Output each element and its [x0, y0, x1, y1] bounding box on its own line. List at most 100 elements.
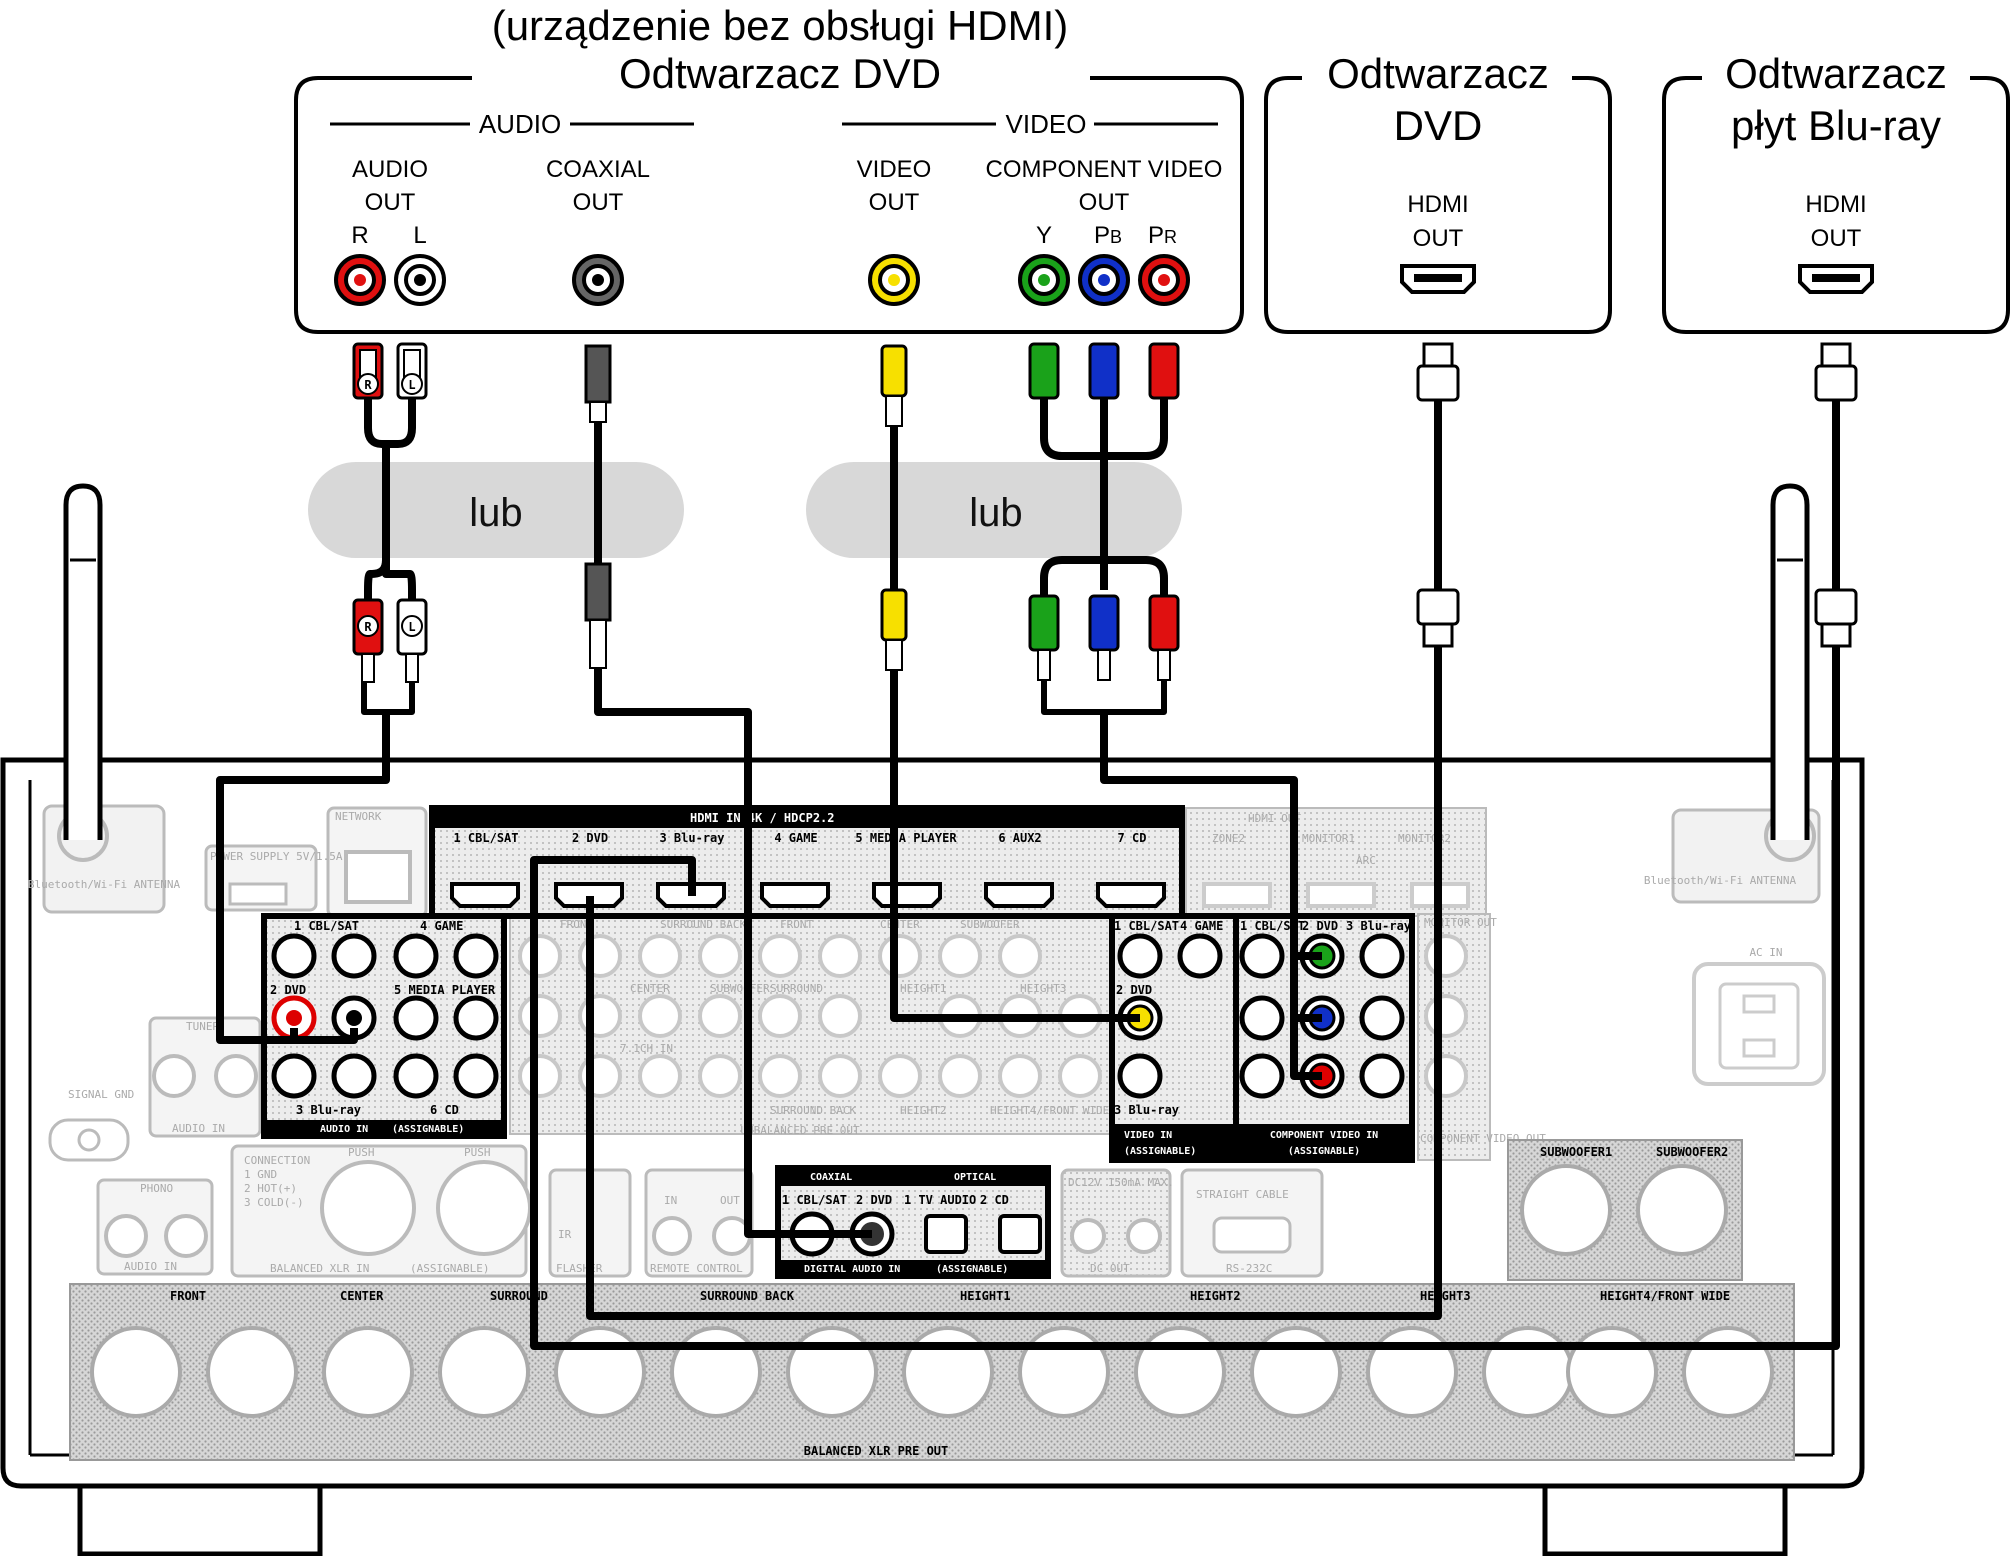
zone2-hdmi-out-label: HDMI OUT — [1248, 812, 1301, 825]
remote-in-label: IN — [664, 1194, 677, 1207]
dvd-audio-out-r-jack — [334, 254, 386, 306]
digital-tv-audio-label: 1 TV AUDIO — [904, 1193, 976, 1207]
dvd-player-analog: (urządzenie bez obsługi HDMI) Odtwarzacz… — [294, 2, 1244, 334]
cable-hdmi-bluray — [530, 342, 1858, 1350]
remote-out-label: OUT — [720, 1194, 740, 1207]
bluray-hdmi-out-label-2: OUT — [1811, 225, 1862, 252]
rca-plug-r-top — [352, 342, 384, 400]
dvd-component-y-jack — [1018, 254, 1070, 306]
dvd-video-out-jack — [868, 254, 920, 306]
zone2-label: ZONE2 — [1212, 832, 1245, 845]
dc-spec-label: DC12V 150mA MAX. — [1068, 1176, 1174, 1189]
digital-audio-in-title: DIGITAL AUDIO IN — [804, 1264, 900, 1275]
cable-stereo-rca — [216, 396, 416, 1044]
dvd-hdmi-title-line1: Odtwarzacz — [1327, 50, 1549, 97]
pre-out-surround-back2-label: SURROUND BACK — [770, 1104, 856, 1117]
ac-in-label: AC IN — [1749, 946, 1782, 959]
or-oval-video — [806, 462, 1182, 558]
dvd-hdmi-out-label-2: OUT — [1413, 225, 1464, 252]
component-in-dvd-label: 2 DVD — [1302, 919, 1338, 933]
tuner-label: TUNER — [186, 1020, 219, 1033]
component-y-label: Y — [1036, 222, 1052, 249]
video-in-game-label: 4 GAME — [1180, 919, 1223, 933]
bluray-title-line1: Odtwarzacz — [1725, 50, 1947, 97]
balanced-xlr-in-label: BALANCED XLR IN — [270, 1262, 369, 1275]
svg-text:SURROUND BACK: SURROUND BACK — [700, 1289, 795, 1303]
push-label-2: PUSH — [464, 1146, 491, 1159]
svg-text:HEIGHT1: HEIGHT1 — [960, 1289, 1011, 1303]
monitor1-label: MONITOR1 — [1302, 832, 1355, 845]
svg-text:FRONT: FRONT — [170, 1289, 206, 1303]
video-in-title: VIDEO IN — [1124, 1130, 1172, 1141]
rca-plug-r-bottom — [352, 598, 384, 683]
connection-label: CONNECTION — [244, 1154, 310, 1167]
audio-in-dvd-l-jack — [346, 1010, 362, 1026]
cable-composite-video — [880, 344, 1140, 1022]
digital-coaxial-label: COAXIAL — [810, 1172, 852, 1183]
video-in-cbl-sat-label: 1 CBL/SAT — [1114, 919, 1179, 933]
coaxial-out-label-1: COAXIAL — [546, 156, 650, 183]
power-supply-label: POWER SUPPLY 5V/1.5A — [210, 850, 343, 863]
digital-cbl-sat-label: 1 CBL/SAT — [782, 1193, 847, 1207]
dvd-component-pr-jack — [1138, 254, 1190, 306]
antenna-label-left: Bluetooth/Wi-Fi ANTENNA — [28, 878, 181, 891]
antenna-label-right: Bluetooth/Wi-Fi ANTENNA — [1644, 874, 1797, 887]
svg-text:HEIGHT2: HEIGHT2 — [1190, 1289, 1241, 1303]
flasher-label: FLASHER — [556, 1262, 603, 1275]
monitor-out-label: MONITOR OUT — [1424, 916, 1497, 929]
ch71-in-label: 7.1CH IN — [620, 1042, 673, 1055]
conn-hot-label: 2 HOT(+) — [244, 1182, 297, 1195]
pre-out-surround-back-label: SURROUND BACK — [660, 918, 746, 931]
subwoofer2-label: SUBWOOFER2 — [1656, 1145, 1728, 1159]
digital-dvd-label: 2 DVD — [856, 1193, 892, 1207]
monitor2-label: MONITOR2 — [1398, 832, 1451, 845]
dvd-analog-title-line2: Odtwarzacz DVD — [619, 50, 941, 97]
audio-in-dvd-label: 2 DVD — [270, 983, 306, 997]
video-out-label-1: VIDEO — [857, 156, 932, 183]
dc-out-label: DC OUT — [1090, 1262, 1130, 1275]
cable-coaxial — [584, 344, 872, 1238]
rs232c-label: RS-232C — [1226, 1262, 1272, 1275]
ir-label: IR — [558, 1228, 572, 1241]
signal-gnd-label: SIGNAL GND — [68, 1088, 134, 1101]
digital-optical-label: OPTICAL — [954, 1172, 996, 1183]
or-label-video: lub — [969, 491, 1022, 535]
phono-audio-in-label: AUDIO IN — [124, 1260, 177, 1273]
plug-r-label-bottom: R — [364, 620, 372, 634]
audio-in-media-player-label: 5 MEDIA PLAYER — [394, 983, 496, 997]
video-group-label: VIDEO — [1006, 109, 1087, 139]
pre-out-front-label: FRONT — [560, 918, 593, 931]
hdmi-in-media-player-label: 5 MEDIA PLAYER — [855, 831, 957, 845]
antenna-right: Bluetooth/Wi-Fi ANTENNA — [1644, 483, 1821, 904]
audio-out-r-label: R — [351, 222, 368, 249]
unbalanced-pre-out-label: UNBALANCED PRE OUT — [740, 1124, 860, 1137]
tuner-audio-in — [148, 1016, 262, 1138]
network-label: NETWORK — [335, 810, 382, 823]
pre-out-group-labels: FRONT CENTER SURROUND SURROUND BACK HEIG… — [170, 1289, 1730, 1303]
video-in-dvd-label: 2 DVD — [1116, 983, 1152, 997]
antenna-left: Bluetooth/Wi-Fi ANTENNA — [28, 483, 181, 914]
audio-in-assignable: (ASSIGNABLE) — [392, 1124, 464, 1135]
dvd-hdmi-title-line2: DVD — [1394, 102, 1483, 149]
audio-out-label-1: AUDIO — [352, 156, 428, 183]
component-out-label-1: COMPONENT VIDEO — [986, 156, 1223, 183]
component-pr-label: PR — [1148, 222, 1177, 249]
or-label-audio: lub — [469, 491, 522, 535]
receiver-foot-right — [1542, 1479, 1788, 1556]
component-in-bluray-label: 3 Blu-ray — [1346, 919, 1411, 933]
plug-r-label-top: R — [364, 378, 372, 392]
video-out-label-2: OUT — [869, 189, 920, 216]
tuner-audio-in-label: AUDIO IN — [172, 1122, 225, 1135]
pre-out-height1-label: HEIGHT1 — [900, 982, 946, 995]
svg-text:CENTER: CENTER — [340, 1289, 384, 1303]
bluray-title-line2: płyt Blu-ray — [1731, 102, 1941, 149]
plug-l-label-top: L — [408, 378, 415, 392]
hdmi-in-cbl-sat-label: 1 CBL/SAT — [453, 831, 518, 845]
cable-component-video — [1028, 342, 1322, 1080]
svg-text:HEIGHT4/FRONT WIDE: HEIGHT4/FRONT WIDE — [1600, 1289, 1730, 1303]
audio-in-cd-label: 6 CD — [430, 1103, 459, 1117]
svg-text:HEIGHT3: HEIGHT3 — [1420, 1289, 1471, 1303]
audio-in-dvd-r-jack — [286, 1010, 302, 1026]
dvd-audio-out-l-jack — [394, 254, 446, 306]
pre-out-height4-label: HEIGHT4/FRONT WIDE — [990, 1104, 1109, 1117]
